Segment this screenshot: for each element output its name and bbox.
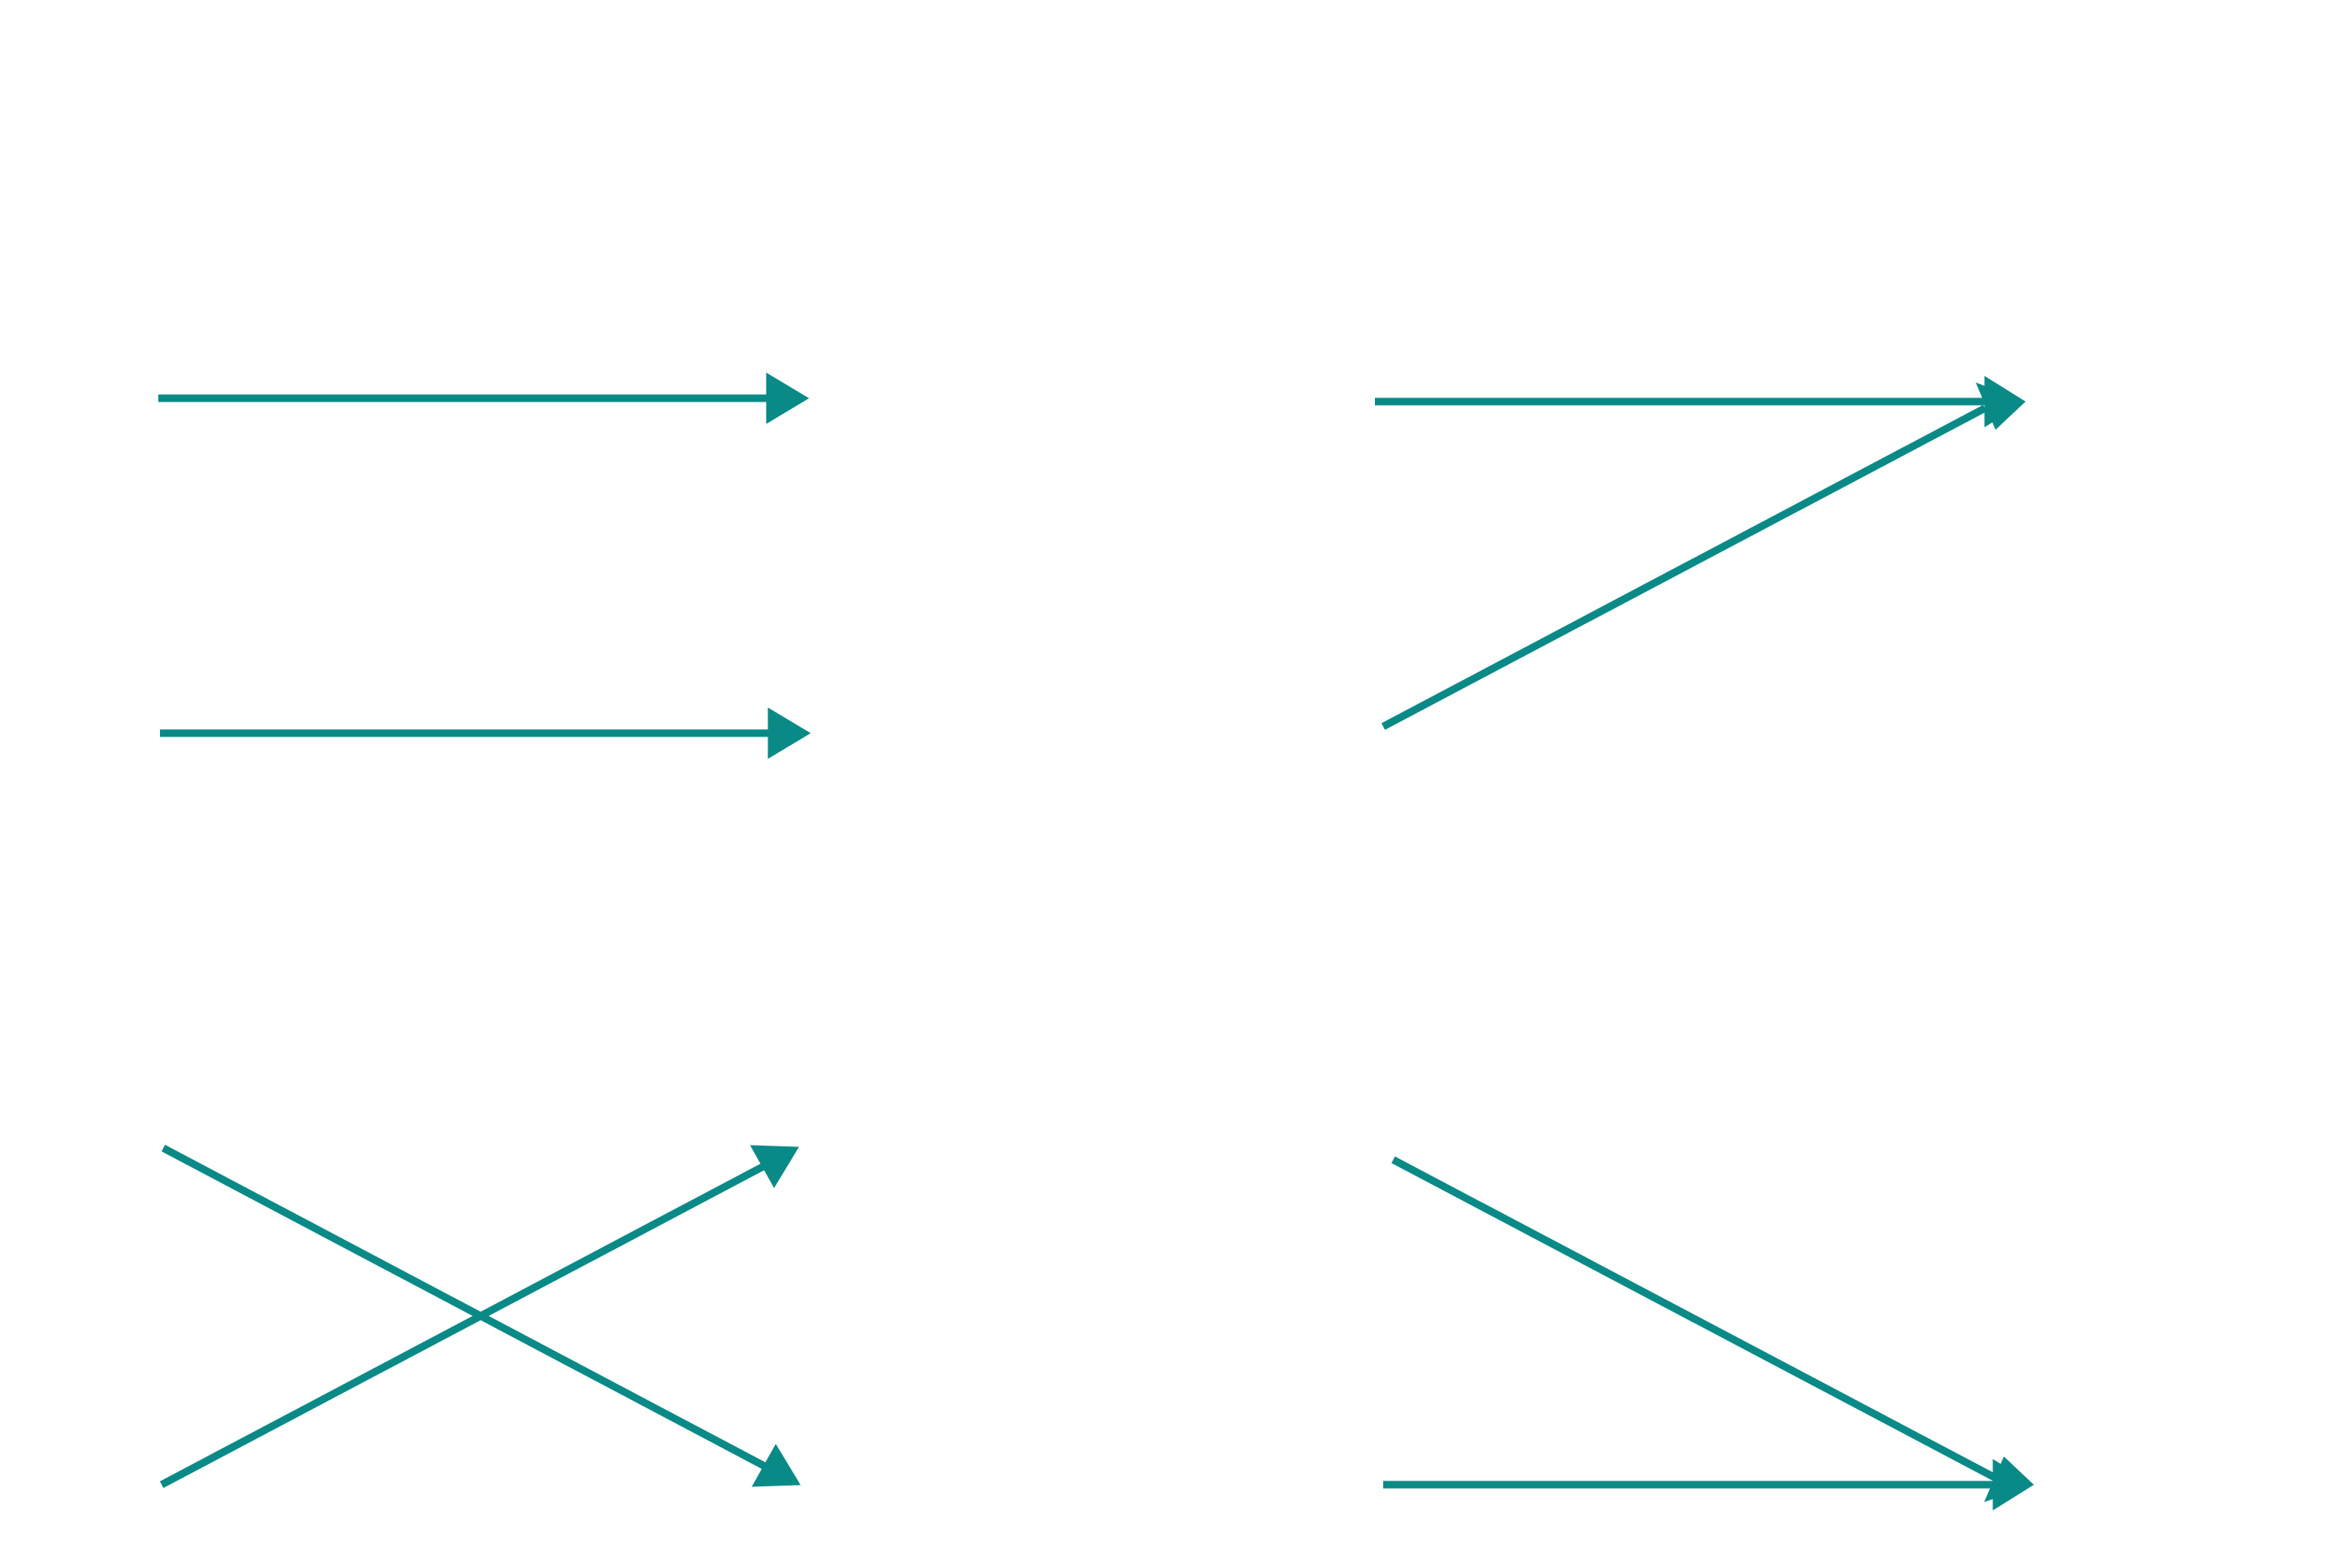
arrow-top-head <box>766 372 809 424</box>
arrow-diagonal-shaft <box>1381 405 1987 730</box>
panel-converge <box>1375 376 2026 730</box>
arrow-up-right-shaft <box>159 1162 767 1488</box>
panel-converge-bottom <box>1383 1156 2034 1511</box>
arrow-down-right-head <box>752 1444 801 1487</box>
panel-cross <box>159 1145 801 1488</box>
arrow-horizontal-bottom <box>1383 1459 2034 1511</box>
arrow-up-right-head <box>750 1145 799 1188</box>
arrow-bottom-head <box>767 707 811 759</box>
arrow-up-right <box>159 1145 799 1488</box>
arrow-diagonal-down-shaft <box>1391 1156 1998 1481</box>
arrow-diagonal <box>1381 382 2026 730</box>
arrow-diagonal-head <box>1976 382 2026 430</box>
arrow-top <box>158 372 809 424</box>
arrow-down-right-shaft <box>161 1145 769 1471</box>
panel-parallel <box>158 372 811 759</box>
arrow-down-right <box>161 1145 801 1487</box>
arrow-horizontal-bottom-head <box>1992 1459 2034 1511</box>
arrow-bottom <box>160 707 811 759</box>
